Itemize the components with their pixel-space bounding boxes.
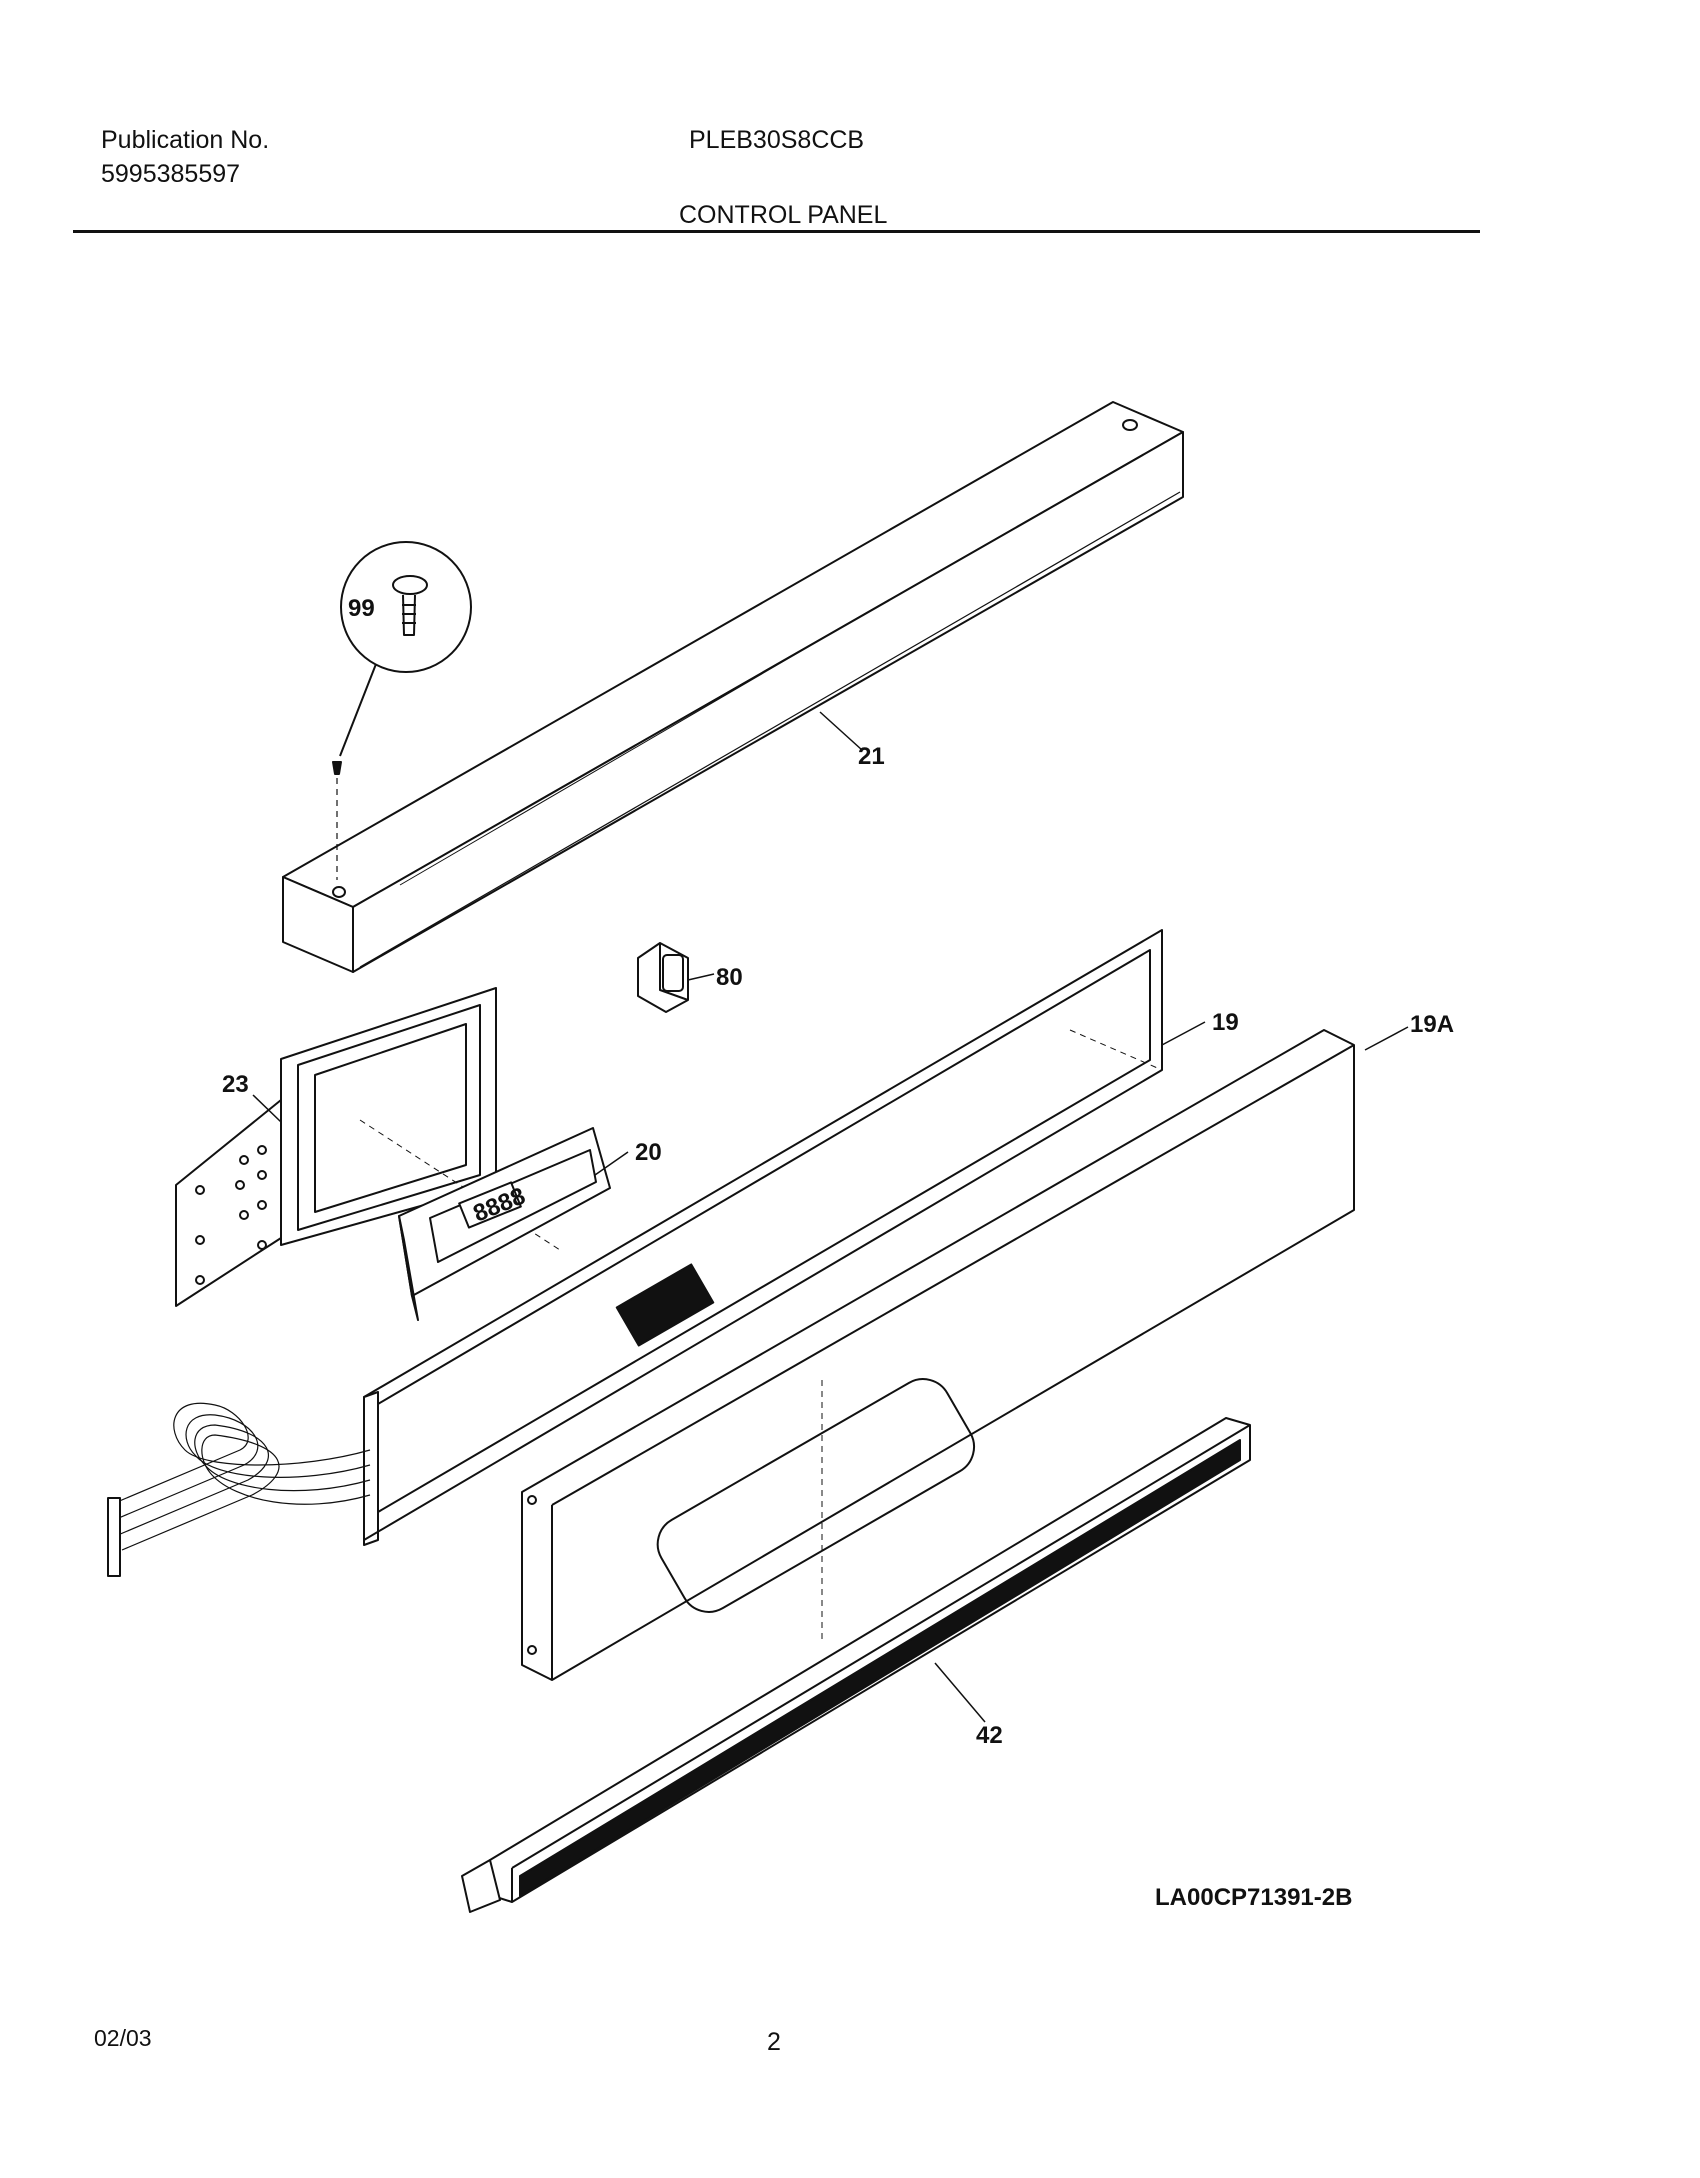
callout-19a: 19A	[1410, 1011, 1454, 1038]
callout-23: 23	[222, 1071, 249, 1098]
callout-19: 19	[1212, 1009, 1239, 1036]
top-trim-part	[282, 401, 1184, 973]
section-title: CONTROL PANEL	[679, 201, 888, 229]
callout-21: 21	[858, 743, 885, 770]
screw-detail	[332, 541, 472, 880]
diagram-id: LA00CP71391-2B	[1155, 1884, 1352, 1911]
callout-80: 80	[716, 964, 743, 991]
model-number: PLEB30S8CCB	[689, 126, 865, 154]
wire-harness	[107, 1402, 371, 1577]
header-rule	[73, 230, 1480, 233]
panel-19a-part	[521, 1026, 1409, 1681]
vent-part	[461, 1417, 1251, 1913]
callout-99: 99	[348, 595, 375, 622]
callout-20: 20	[635, 1139, 662, 1166]
callout-42: 42	[976, 1722, 1003, 1749]
page-number: 2	[767, 2028, 781, 2056]
publication-label: Publication No.	[101, 126, 270, 154]
switch-part	[637, 942, 715, 1013]
footer-date: 02/03	[94, 2025, 152, 2051]
publication-number: 5995385597	[101, 160, 241, 188]
control-board-part: 8888	[398, 1127, 629, 1321]
panel-19-part	[363, 929, 1206, 1546]
bracket-part	[175, 987, 561, 1307]
